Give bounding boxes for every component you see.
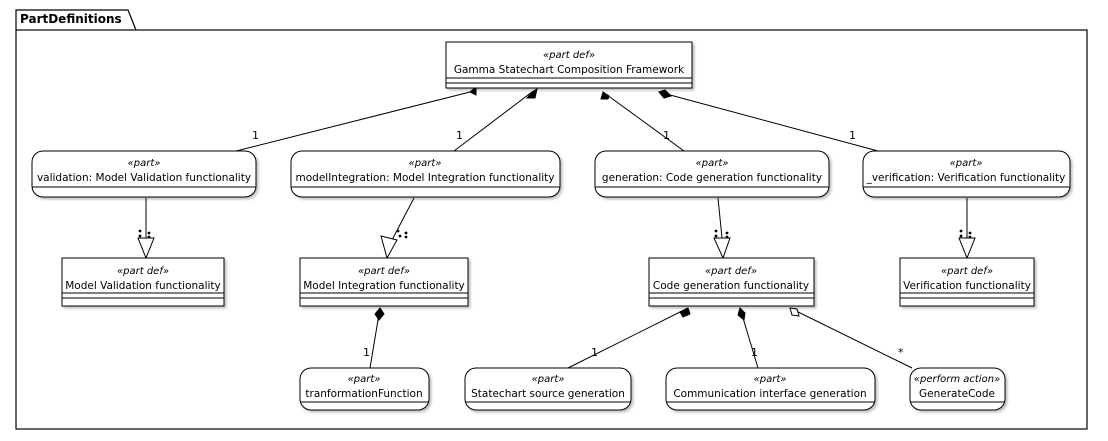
node-vf-name: Verification functionality [903,280,1031,292]
node-mif-stereotype: «part def» [358,266,410,277]
node-integration-name: modelIntegration: Model Integration func… [296,172,555,184]
mult-generation: 1 [663,129,670,142]
node-ssg-stereotype: «part» [532,374,565,385]
mult-tf: 1 [363,346,370,359]
node-cig[interactable]: «part» Communication interface generatio… [665,367,876,411]
mult-validation: 1 [252,129,259,142]
node-cgf[interactable]: «part def» Code generation functionality [648,257,815,307]
specialization-arrow-integration [380,235,398,260]
diamond-validation [469,85,477,96]
diamond-cig [737,307,746,321]
node-cgf-name: Code generation functionality [653,280,809,292]
specialization-arrow-verification [958,237,976,260]
composition-edge-ssg [567,307,689,369]
composition-edge-generation [602,91,685,152]
node-gamma-stereotype: «part def» [543,50,595,61]
multiplicities: 1 1 1 1 1 1 1 * [252,129,904,359]
node-gc-name: GenerateCode [919,388,995,400]
specialization-dots [138,229,972,239]
node-tf[interactable]: «part» tranformationFunction [299,367,430,411]
node-validation-name: validation: Model Validation functionali… [37,172,251,184]
diamond-gc [789,307,800,317]
frame-title: PartDefinitions [20,12,122,26]
node-tf-stereotype: «part» [348,374,381,385]
node-gc[interactable]: «perform action» GenerateCode [909,367,1006,411]
node-cig-stereotype: «part» [754,374,787,385]
mult-verification: 1 [849,129,856,142]
node-verification-stereotype: «part» [950,158,983,169]
diamond-ssg [679,307,691,318]
diamond-integration [525,87,538,99]
node-cgf-stereotype: «part def» [705,266,757,277]
node-validation[interactable]: «part» validation: Model Validation func… [31,150,257,198]
node-mvf[interactable]: «part def» Model Validation functionalit… [61,257,225,307]
node-generation[interactable]: «part» generation: Code generation funct… [594,150,830,198]
edges [137,85,976,369]
specialization-edge-integration [391,197,415,241]
package-frame: PartDefinitions [15,9,1088,430]
node-integration[interactable]: «part» modelIntegration: Model Integrati… [290,150,561,198]
node-vf[interactable]: «part def» Verification functionality [899,257,1035,307]
node-verification[interactable]: «part» _verification: Verification funct… [862,150,1071,198]
composition-edge-validation [235,91,471,152]
aggregation-edge-gc [789,307,913,369]
node-mif-name: Model Integration functionality [303,280,465,292]
node-gc-stereotype: «perform action» [914,374,1000,385]
composition-edge-integration [453,91,533,152]
specialization-edge-generation [717,197,723,239]
node-verification-name: _verification: Verification functionalit… [866,172,1066,184]
specialization-arrow-generation [713,237,731,260]
node-mif[interactable]: «part def» Model Integration functionali… [299,257,469,307]
composition-edge-verification [658,91,879,152]
node-generation-name: generation: Code generation functionalit… [602,172,822,184]
node-ssg-name: Statechart source generation [471,388,625,400]
diamond-verification [658,89,672,99]
mult-integration: 1 [456,129,463,142]
node-tf-name: tranformationFunction [305,388,422,400]
mult-cig: 1 [751,346,758,359]
node-gamma-name: Gamma Statechart Composition Framework [454,64,685,76]
node-vf-stereotype: «part def» [941,266,993,277]
mult-gc: * [898,346,904,359]
node-gamma[interactable]: «part def» Gamma Statechart Composition … [445,41,693,89]
diamond-generation [600,91,610,100]
node-ssg[interactable]: «part» Statechart source generation [464,367,632,411]
node-generation-stereotype: «part» [696,158,729,169]
node-mvf-stereotype: «part def» [117,266,169,277]
node-validation-stereotype: «part» [128,158,161,169]
mult-ssg: 1 [591,346,598,359]
node-integration-stereotype: «part» [409,158,442,169]
node-cig-name: Communication interface generation [673,388,866,400]
diamond-tf [374,307,385,321]
specialization-arrow-validation [137,237,155,260]
node-mvf-name: Model Validation functionality [65,280,221,292]
